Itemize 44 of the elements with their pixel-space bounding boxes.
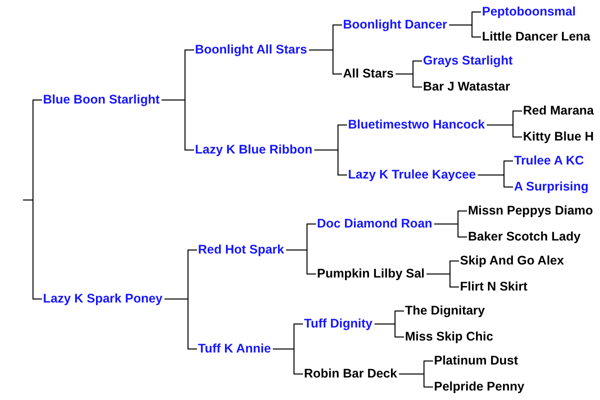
horse-name: Bluetimestwo Hancock	[348, 118, 485, 132]
horse-name: Little Dancer Lena	[482, 30, 590, 44]
horse-name: All Stars	[343, 66, 394, 82]
pedigree-connector	[486, 124, 522, 138]
pedigree-connector	[477, 174, 514, 188]
horse-name: Bar J Watastar	[423, 80, 510, 94]
pedigree-connector	[398, 374, 434, 388]
pedigree-connector	[434, 224, 468, 238]
pedigree-connector	[308, 50, 342, 74]
horse-name: A Surprising	[514, 180, 589, 194]
horse-name: Baker Scotch Lady	[468, 230, 581, 244]
horse-name: Boonlight Dancer	[343, 18, 448, 32]
horse-name: Red Marana	[523, 104, 594, 118]
pedigree-connector	[272, 348, 304, 374]
horse-name: Pelpride Penny	[434, 380, 524, 394]
horse-name: Platinum Dust	[434, 354, 518, 368]
horse-name: Miss Skip Chic	[405, 330, 494, 344]
horse-name: Trulee A KC	[514, 154, 584, 168]
horse-name: Lazy K Trulee Kaycee	[348, 168, 476, 182]
horse-name: Doc Diamond Roan	[317, 216, 432, 232]
horse-name: Boonlight All Stars	[195, 42, 308, 58]
horse-name: Lazy K Blue Ribbon	[195, 142, 312, 158]
horse-name: Skip And Go Alex	[460, 254, 564, 268]
pedigree-connector	[448, 24, 482, 38]
horse-name: The Dignitary	[405, 304, 485, 318]
horse-name: Tuff Dignity	[304, 316, 372, 332]
pedigree-connector	[395, 74, 422, 88]
pedigree-connector	[286, 250, 316, 274]
pedigree-connector	[314, 150, 348, 176]
horse-name: Grays Starlight	[423, 54, 513, 68]
horse-name: Blue Boon Starlight	[43, 92, 160, 108]
horse-name: Kitty Blue H	[523, 130, 594, 144]
horse-name: Lazy K Spark Poney	[43, 292, 162, 306]
pedigree-connector	[374, 324, 404, 338]
horse-name: Missn Peppys Diamo	[468, 204, 594, 218]
horse-name: Robin Bar Deck	[304, 366, 398, 382]
horse-name: Peptoboonsmal	[482, 4, 576, 20]
pedigree-connector	[161, 100, 194, 150]
horse-name: Tuff K Annie	[198, 342, 271, 356]
horse-name: Red Hot Spark	[198, 242, 284, 258]
horse-name: Flirt N Skirt	[460, 280, 528, 294]
pedigree-connector	[164, 298, 198, 350]
horse-name: Pumpkin Lilby Sal	[317, 266, 425, 282]
pedigree-connector	[426, 274, 460, 288]
